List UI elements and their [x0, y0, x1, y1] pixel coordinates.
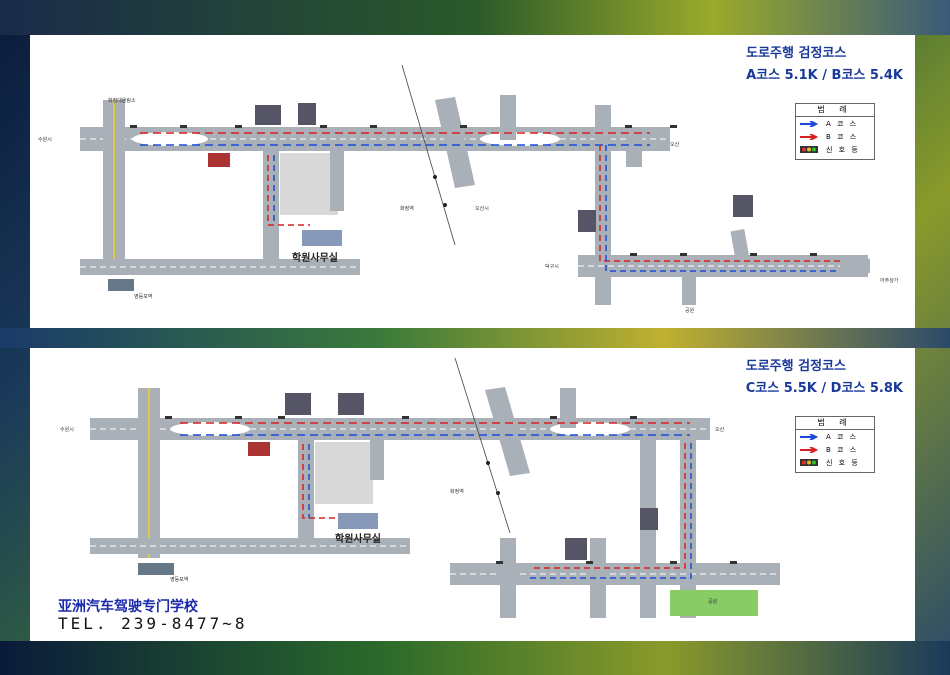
building	[255, 105, 281, 125]
road	[330, 151, 344, 211]
building	[733, 195, 753, 217]
building-block	[315, 442, 373, 504]
road	[500, 95, 516, 140]
background-stripe	[0, 641, 950, 675]
road	[485, 387, 530, 476]
building	[108, 279, 134, 291]
arrow-red-icon	[800, 133, 818, 140]
background-stripe	[0, 328, 950, 348]
park	[670, 590, 758, 616]
road-map-top	[80, 64, 870, 305]
place-label: 공원	[685, 308, 695, 314]
office-building	[302, 230, 342, 246]
map-legend: 범 례 A 코 스 B 코 스 신 호 등	[795, 416, 875, 473]
background-stripe	[0, 0, 950, 35]
legend-header: 범 례	[796, 417, 874, 430]
place-label: 영등포역	[134, 294, 153, 300]
road	[298, 440, 314, 540]
median	[132, 132, 208, 146]
course-title-line1: 도로주행 검정코스	[746, 46, 847, 61]
building	[248, 442, 270, 456]
place-label: 오산시	[475, 206, 489, 212]
road	[435, 97, 475, 188]
legend-item-a: A 코 스	[796, 117, 874, 130]
road	[263, 151, 279, 261]
legend-header: 범 례	[796, 104, 874, 117]
building	[298, 103, 316, 125]
legend-item-b: B 코 스	[796, 443, 874, 456]
place-label: 수원시	[60, 427, 74, 433]
place-label: 수원시	[38, 137, 52, 143]
building	[208, 153, 230, 167]
building-block	[280, 153, 338, 215]
road	[626, 127, 642, 167]
road	[590, 538, 606, 618]
road	[682, 275, 696, 305]
school-telephone: TEL. 239-8477~8	[58, 614, 248, 633]
place-label: 오산	[715, 427, 725, 433]
traffic-light-icon	[800, 459, 818, 466]
place-label: 공원	[708, 599, 718, 605]
road	[370, 440, 384, 480]
course-title-line1: 도로주행 검정코스	[745, 359, 846, 374]
arrow-blue-icon	[800, 433, 818, 440]
road	[560, 388, 576, 428]
building	[640, 508, 658, 530]
map-panel-bottom: 도로주행 검정코스 C코스 5.5K / D코스 5.8K 범 례 A 코 스 …	[30, 348, 915, 641]
office-label: 학원사무실	[292, 253, 338, 264]
building	[138, 563, 174, 575]
place-label: 아주상가	[880, 278, 899, 284]
median	[170, 422, 250, 436]
legend-item-signal: 신 호 등	[796, 143, 874, 156]
road	[730, 229, 750, 260]
building	[565, 538, 587, 560]
median	[480, 132, 560, 146]
arrow-blue-icon	[800, 120, 818, 127]
road	[500, 538, 516, 618]
office-building	[338, 513, 378, 529]
course-distance: C코스 5.5K / D코스 5.8K	[745, 381, 903, 396]
course-distance: A코스 5.1K / B코스 5.4K	[746, 68, 903, 83]
course-title: 도로주행 검정코스 C코스 5.5K / D코스 5.8K	[746, 356, 903, 400]
course-title: 도로주행 검정코스 A코스 5.1K / B코스 5.4K	[746, 43, 903, 87]
building	[285, 393, 311, 415]
place-label: 오산	[670, 142, 680, 148]
legend-item-signal: 신 호 등	[796, 456, 874, 469]
legend-item-b: B 코 스	[796, 130, 874, 143]
place-label: 화정대올림소	[108, 98, 136, 104]
map-panel-top: 도로주행 검정코스 A코스 5.1K / B코스 5.4K 범 례 A 코 스 …	[30, 35, 915, 328]
traffic-light-icon	[800, 146, 818, 153]
place-label: 영등포역	[170, 577, 189, 583]
school-name: 亚洲汽车驾驶专门学校	[58, 599, 198, 615]
road-map-bottom	[90, 357, 780, 618]
legend-item-a: A 코 스	[796, 430, 874, 443]
place-label: 덕구시	[545, 264, 559, 270]
arrow-red-icon	[800, 446, 818, 453]
map-legend: 범 례 A 코 스 B 코 스 신 호 등	[795, 103, 875, 160]
place-label: 화정역	[450, 489, 464, 495]
office-label: 학원사무실	[335, 534, 381, 545]
building	[338, 393, 364, 415]
place-label: 화정역	[400, 206, 414, 212]
building	[578, 210, 596, 232]
